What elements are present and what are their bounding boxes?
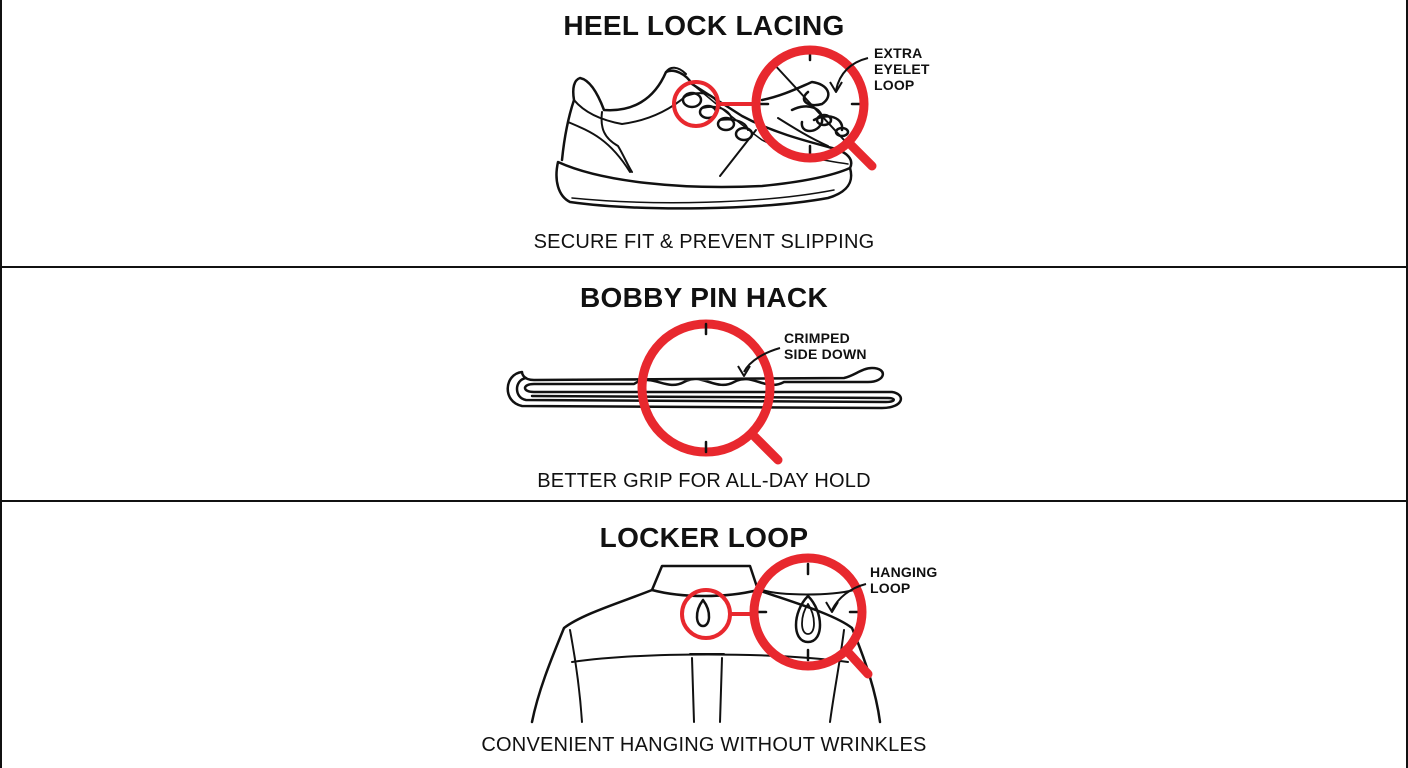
- heel-lock-caption: SECURE FIT & PREVENT SLIPPING: [533, 231, 875, 253]
- bobby-pin-caption: BETTER GRIP FOR ALL-DAY HOLD: [537, 470, 871, 492]
- hanging-loop-label: HANGING LOOP: [870, 564, 938, 596]
- bobby-pin-hack-panel: BOBBY PIN HACK CRIMPED SIDE DOWN BETTER …: [0, 268, 1408, 502]
- locker-loop-title: LOCKER LOOP: [599, 522, 809, 553]
- jacket-icon: [530, 553, 882, 724]
- locker-loop-panel: LOCKER LOOP: [0, 502, 1408, 768]
- heel-lock-lacing-panel: HEEL LOCK LACING: [0, 0, 1408, 268]
- sneaker-icon: [555, 45, 877, 210]
- bobby-pin-title: BOBBY PIN HACK: [580, 282, 828, 313]
- extra-eyelet-loop-label: EXTRA EYELET LOOP: [874, 45, 930, 93]
- bobby-pin-icon: [506, 319, 903, 465]
- locker-loop-caption: CONVENIENT HANGING WITHOUT WRINKLES: [481, 734, 927, 756]
- crimped-side-down-label: CRIMPED SIDE DOWN: [784, 330, 867, 362]
- heel-lock-title: HEEL LOCK LACING: [563, 10, 845, 41]
